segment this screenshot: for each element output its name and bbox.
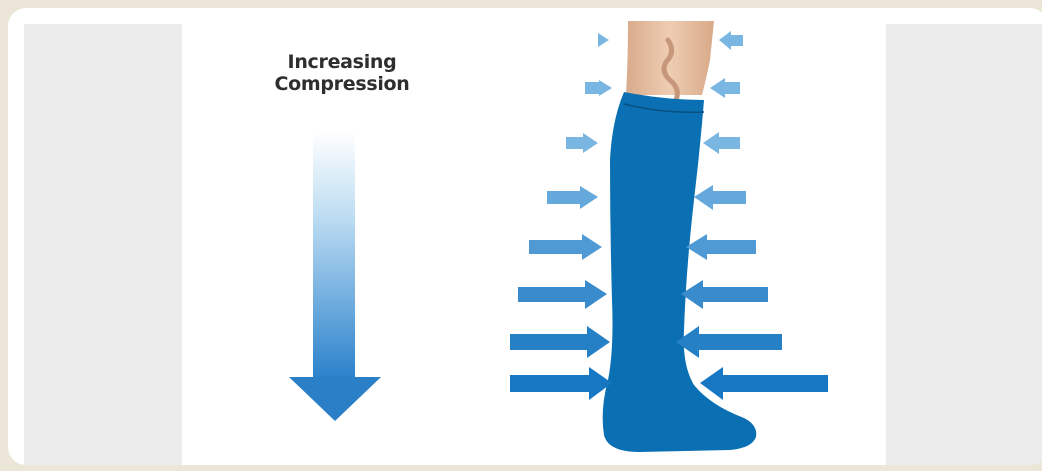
left-arrow-icon bbox=[706, 240, 756, 254]
left-arrow-icon bbox=[718, 137, 740, 149]
left-arrow-icon bbox=[698, 334, 782, 350]
right-arrow-icon bbox=[598, 33, 609, 47]
left-pressure-arrows bbox=[510, 33, 612, 400]
down-arrow-icon bbox=[289, 132, 381, 421]
right-arrow-icon bbox=[585, 280, 607, 309]
left-arrow-icon bbox=[702, 287, 768, 302]
right-arrow-icon bbox=[510, 375, 590, 392]
right-arrow-icon bbox=[585, 82, 600, 94]
right-arrow-icon bbox=[580, 186, 598, 209]
left-arrow-icon bbox=[722, 375, 828, 392]
right-arrow-icon bbox=[599, 80, 612, 96]
right-arrow-icon bbox=[529, 240, 583, 254]
left-arrow-icon bbox=[712, 191, 746, 204]
leg-skin bbox=[626, 21, 714, 100]
left-arrow-icon bbox=[719, 31, 731, 50]
right-arrow-icon bbox=[583, 133, 598, 153]
right-arrow-icon bbox=[566, 137, 584, 149]
right-arrow-icon bbox=[587, 326, 610, 358]
right-arrow-icon bbox=[510, 334, 588, 350]
right-arrow-icon bbox=[547, 191, 581, 204]
left-arrow-icon bbox=[703, 132, 719, 154]
left-arrow-icon bbox=[724, 82, 740, 94]
left-arrow-icon bbox=[694, 185, 713, 210]
right-arrow-icon bbox=[582, 234, 602, 260]
left-arrow-icon bbox=[710, 78, 725, 98]
right-arrow-icon bbox=[518, 287, 586, 302]
left-arrow-icon bbox=[730, 35, 743, 46]
